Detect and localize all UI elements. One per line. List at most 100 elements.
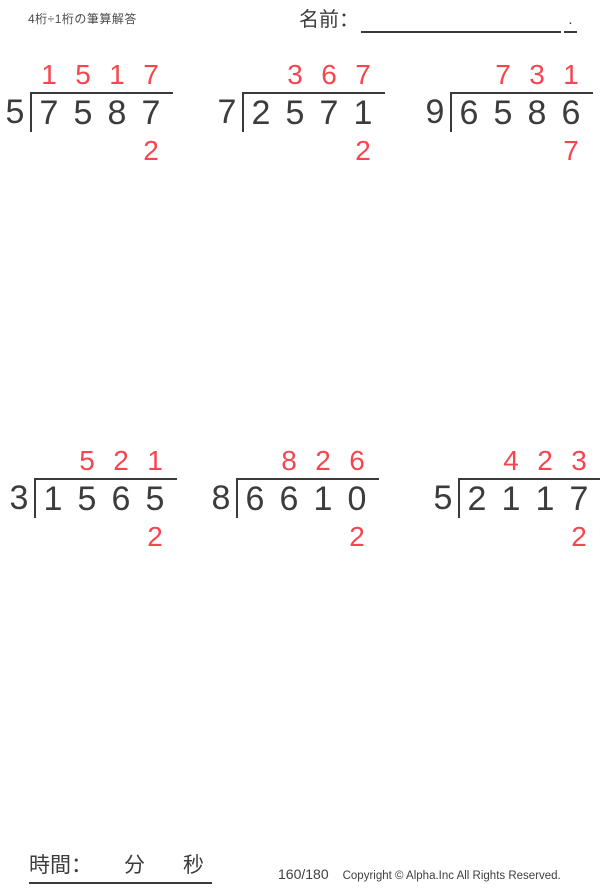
dividend-digit: 0 xyxy=(347,480,367,518)
quotient-digit: 6 xyxy=(349,445,365,476)
remainder-digit: 7 xyxy=(563,135,579,166)
dividend-digit: 7 xyxy=(319,94,339,132)
dividend-digit: 6 xyxy=(561,94,581,132)
quotient-digit: 2 xyxy=(113,445,129,476)
quotient-row: 3 6 7 xyxy=(244,60,385,90)
division-problem-5: 8 2 6 8 6 6 1 0 2 xyxy=(208,446,379,552)
name-line-period: . xyxy=(564,8,577,33)
dividend-digit: 2 xyxy=(251,94,271,132)
remainder-digit: 2 xyxy=(349,521,365,552)
dividend-row: 3 1 5 6 5 xyxy=(6,478,177,518)
remainder-row: 2 xyxy=(138,522,177,552)
quotient-digit: 4 xyxy=(503,445,519,476)
quotient-digit: 5 xyxy=(75,59,91,90)
dividend-digit: 1 xyxy=(313,480,333,518)
quotient-row: 1 5 1 7 xyxy=(32,60,173,90)
remainder-row: 2 xyxy=(346,136,385,166)
quotient-digit: 1 xyxy=(41,59,57,90)
dividend-digit: 7 xyxy=(569,480,589,518)
quotient-row: 5 2 1 xyxy=(36,446,177,476)
divisor: 9 xyxy=(425,93,445,131)
division-problem-2: 3 6 7 7 2 5 7 1 2 xyxy=(214,60,385,166)
name-blank-line xyxy=(361,8,561,33)
division-bracket: 6 6 1 0 xyxy=(236,478,379,518)
page-number: 160/180 xyxy=(278,866,329,882)
time-field: 時間： 分 秒 xyxy=(29,849,212,884)
dividend-digit: 6 xyxy=(111,480,131,518)
division-problem-1: 1 5 1 7 5 7 5 8 7 2 xyxy=(2,60,173,166)
dividend-digit: 1 xyxy=(535,480,555,518)
quotient-digit: 1 xyxy=(147,445,163,476)
dividend-digit: 2 xyxy=(467,480,487,518)
division-bracket: 6 5 8 6 xyxy=(450,92,593,132)
dividend-row: 5 7 5 8 7 xyxy=(2,92,173,132)
dividend-digit: 1 xyxy=(43,480,63,518)
dividend-digit: 6 xyxy=(459,94,479,132)
quotient-digit: 6 xyxy=(321,59,337,90)
division-problem-6: 4 2 3 5 2 1 1 7 2 xyxy=(430,446,600,552)
dividend-row: 9 6 5 8 6 xyxy=(422,92,593,132)
quotient-digit: 1 xyxy=(109,59,125,90)
copyright-text: Copyright © Alpha.Inc All Rights Reserve… xyxy=(342,870,561,882)
dividend-row: 5 2 1 1 7 xyxy=(430,478,600,518)
quotient-digit: 3 xyxy=(571,445,587,476)
dividend-digit: 5 xyxy=(493,94,513,132)
remainder-digit: 2 xyxy=(143,135,159,166)
quotient-digit: 7 xyxy=(143,59,159,90)
dividend-digit: 5 xyxy=(77,480,97,518)
division-bracket: 2 1 1 7 xyxy=(458,478,600,518)
quotient-digit: 2 xyxy=(537,445,553,476)
quotient-digit: 3 xyxy=(529,59,545,90)
quotient-digit: 3 xyxy=(287,59,303,90)
quotient-digit: 7 xyxy=(495,59,511,90)
quotient-digit xyxy=(452,60,486,90)
divisor: 5 xyxy=(5,93,25,131)
quotient-digit xyxy=(36,446,70,476)
dividend-digit: 6 xyxy=(279,480,299,518)
remainder-digit: 2 xyxy=(147,521,163,552)
remainder-row: 7 xyxy=(554,136,593,166)
dividend-digit: 7 xyxy=(141,94,161,132)
remainder-digit: 2 xyxy=(355,135,371,166)
time-label: 時間： xyxy=(29,854,92,877)
dividend-digit: 6 xyxy=(245,480,265,518)
worksheet-title: 4桁÷1桁の筆算解答 xyxy=(28,12,137,26)
divisor: 3 xyxy=(9,479,29,517)
quotient-digit: 7 xyxy=(355,59,371,90)
footer-info: 160/180 Copyright © Alpha.Inc All Rights… xyxy=(278,866,561,882)
dividend-digit: 5 xyxy=(285,94,305,132)
quotient-digit: 2 xyxy=(315,445,331,476)
quotient-row: 7 3 1 xyxy=(452,60,593,90)
seconds-unit-label: 秒 xyxy=(183,854,204,877)
dividend-digit: 8 xyxy=(107,94,127,132)
division-problem-4: 5 2 1 3 1 5 6 5 2 xyxy=(6,446,177,552)
quotient-digit: 5 xyxy=(79,445,95,476)
quotient-digit xyxy=(460,446,494,476)
remainder-digit: 2 xyxy=(571,521,587,552)
dividend-row: 8 6 6 1 0 xyxy=(208,478,379,518)
division-bracket: 7 5 8 7 xyxy=(30,92,173,132)
quotient-digit: 8 xyxy=(281,445,297,476)
name-label: 名前： xyxy=(299,9,359,31)
dividend-digit: 7 xyxy=(39,94,59,132)
name-field: 名前： . xyxy=(299,7,577,33)
quotient-row: 4 2 3 xyxy=(460,446,600,476)
dividend-digit: 5 xyxy=(145,480,165,518)
remainder-row: 2 xyxy=(340,522,379,552)
division-problem-3: 7 3 1 9 6 5 8 6 7 xyxy=(422,60,593,166)
quotient-row: 8 2 6 xyxy=(238,446,379,476)
divisor: 8 xyxy=(211,479,231,517)
divisor: 5 xyxy=(433,479,453,517)
quotient-digit xyxy=(244,60,278,90)
quotient-digit xyxy=(238,446,272,476)
divisor: 7 xyxy=(217,93,237,131)
quotient-digit: 1 xyxy=(563,59,579,90)
division-bracket: 1 5 6 5 xyxy=(34,478,177,518)
dividend-digit: 1 xyxy=(353,94,373,132)
dividend-digit: 8 xyxy=(527,94,547,132)
remainder-row: 2 xyxy=(134,136,173,166)
minutes-unit-label: 分 xyxy=(124,854,145,877)
division-bracket: 2 5 7 1 xyxy=(242,92,385,132)
remainder-row: 2 xyxy=(562,522,600,552)
